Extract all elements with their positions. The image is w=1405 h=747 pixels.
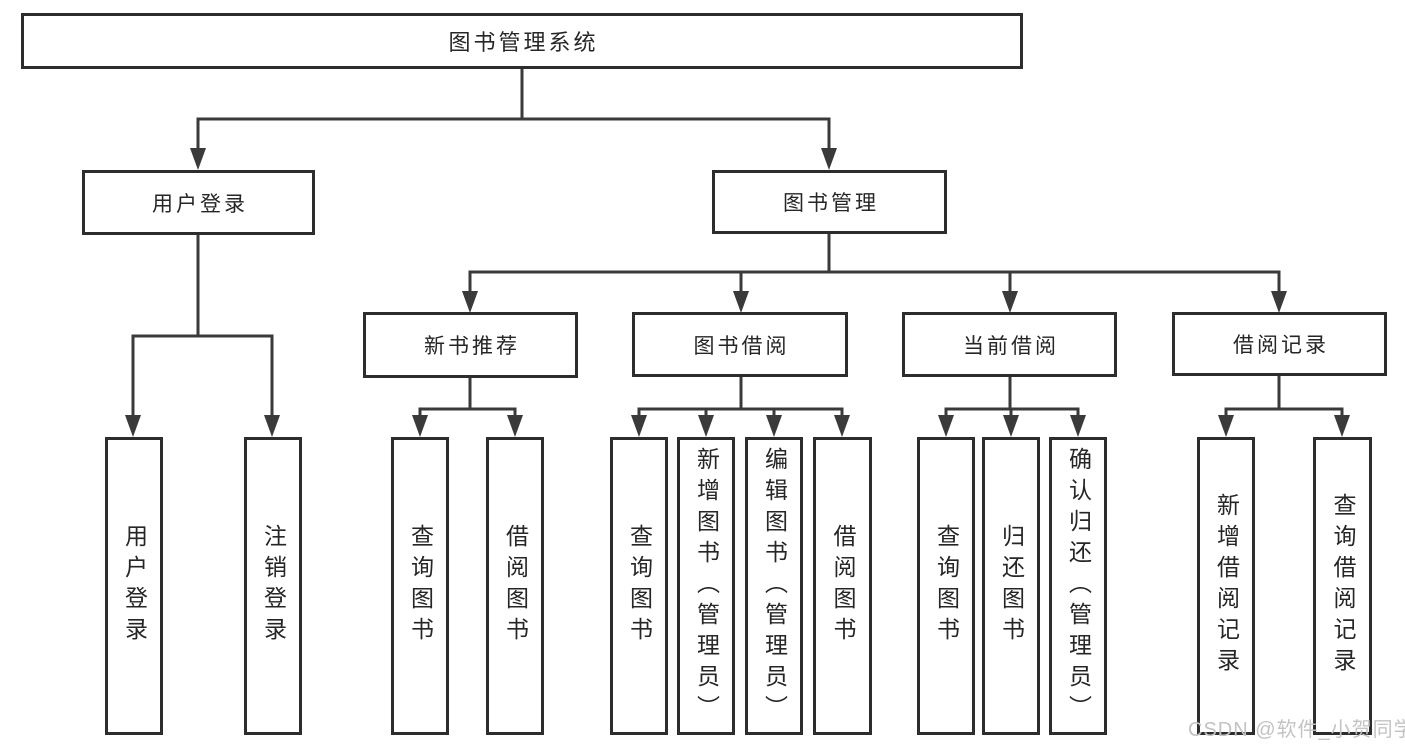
leaf-borrow-books-recommend: 借阅图书 [486, 437, 544, 735]
node-label: 当前借阅 [963, 334, 1059, 358]
node-label: 确认归还（管理员） [1065, 446, 1092, 726]
arrowheads [125, 148, 1350, 437]
leaf-logout: 注销登录 [244, 437, 302, 735]
node-new-book-recommendation: 新书推荐 [363, 312, 578, 378]
leaf-confirm-return-admin: 确认归还（管理员） [1049, 437, 1107, 735]
node-label: 查询借阅记录 [1330, 493, 1356, 679]
node-label: 注销登录 [260, 524, 287, 648]
node-label: 用户登录 [152, 192, 248, 216]
node-label: 新书推荐 [424, 335, 520, 358]
leaf-edit-books-admin: 编辑图书（管理员） [745, 437, 803, 735]
node-label: 借阅记录 [1233, 334, 1329, 357]
node-label: 图书借阅 [693, 334, 790, 358]
node-current-borrowing: 当前借阅 [902, 312, 1117, 377]
leaf-query-borrow-record: 查询借阅记录 [1313, 437, 1372, 735]
node-label: 图书管理系统 [448, 30, 599, 55]
leaf-query-books-current: 查询图书 [917, 437, 975, 735]
node-label: 新增图书（管理员） [693, 446, 720, 726]
leaf-query-books-recommend: 查询图书 [391, 437, 449, 735]
node-label: 归还图书 [998, 524, 1025, 648]
node-label: 查询图书 [933, 524, 960, 648]
node-user-login: 用户登录 [82, 170, 315, 235]
node-label: 借阅图书 [830, 524, 856, 648]
node-label: 查询图书 [407, 524, 434, 648]
csdn-watermark: CSDN @软件_小贺同学 [1188, 719, 1405, 741]
node-label: 用户登录 [121, 524, 148, 648]
leaf-query-books-borrow: 查询图书 [610, 437, 668, 735]
leaf-user-login: 用户登录 [105, 437, 163, 735]
node-label: 编辑图书（管理员） [761, 446, 788, 726]
leaf-add-borrow-record: 新增借阅记录 [1197, 437, 1255, 735]
node-label: 新增借阅记录 [1213, 493, 1240, 679]
leaf-add-books-admin: 新增图书（管理员） [677, 437, 735, 735]
leaf-borrow-books: 借阅图书 [813, 437, 872, 735]
node-label: 查询图书 [626, 524, 653, 648]
node-label: 图书管理 [783, 192, 879, 215]
leaf-return-books: 归还图书 [982, 437, 1040, 735]
node-book-borrowing: 图书借阅 [632, 312, 848, 377]
node-book-management: 图书管理 [712, 170, 947, 234]
node-label: 借阅图书 [502, 524, 529, 648]
node-library-management-system: 图书管理系统 [21, 13, 1023, 69]
node-borrowing-records: 借阅记录 [1172, 312, 1387, 376]
